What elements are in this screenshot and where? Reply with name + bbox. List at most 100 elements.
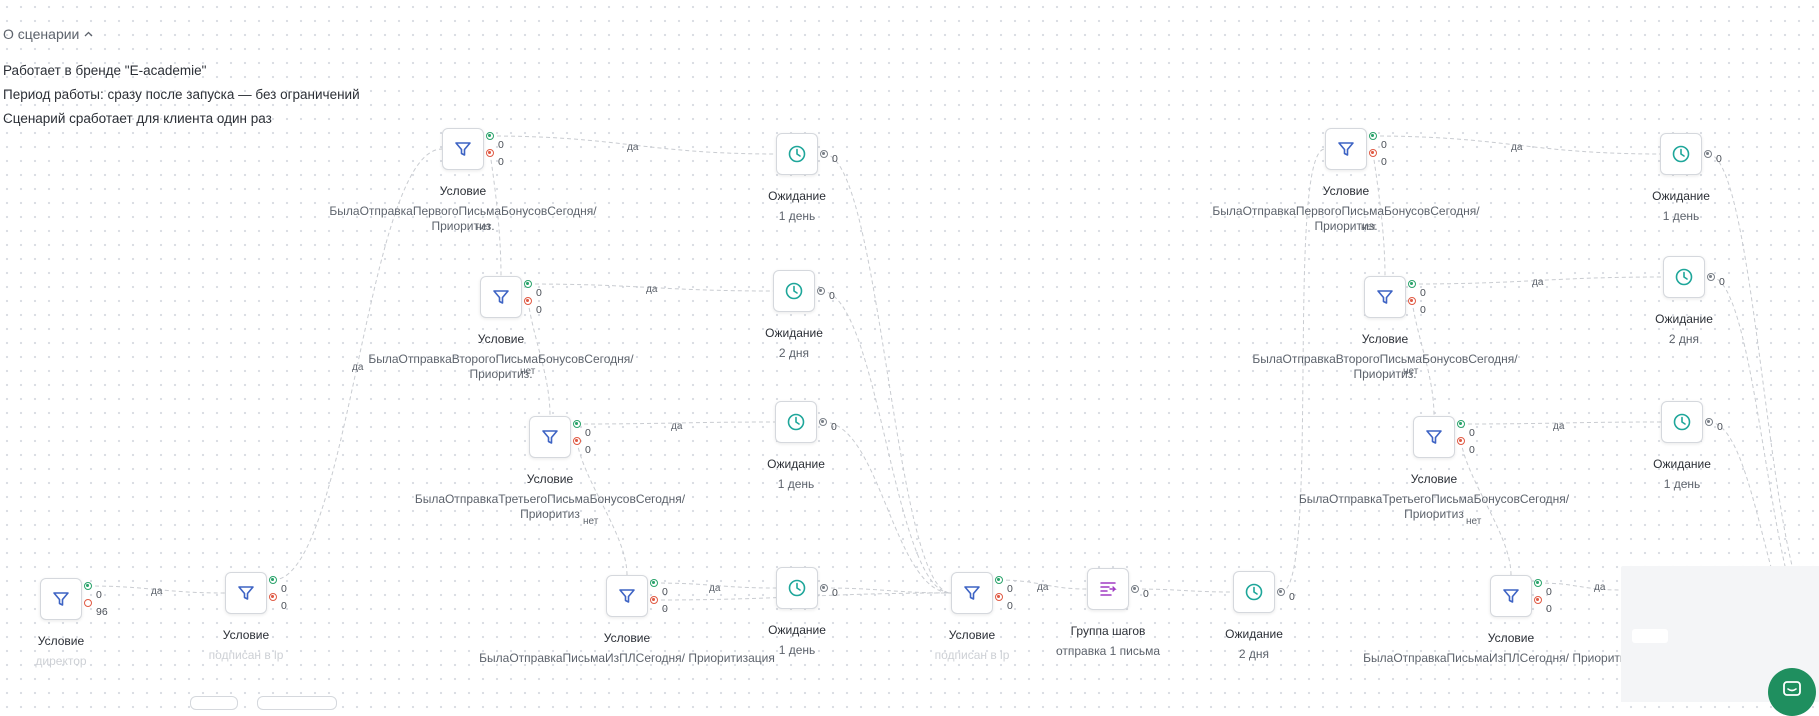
no-port[interactable] [84,599,92,607]
funnel-icon [52,590,70,608]
clock-icon [1244,582,1264,602]
node-title: Ожидание [765,326,823,340]
yes-port[interactable] [1457,420,1465,428]
node-title: Условие [37,634,85,648]
wait-node-w6[interactable] [1660,133,1702,175]
edge-label-c3-c4: нет [520,366,536,377]
yes-port[interactable] [486,132,494,140]
output-port[interactable] [1705,418,1713,426]
funnel-icon [1337,140,1355,158]
no-count: 0 [662,603,668,615]
yes-port[interactable] [1408,280,1416,288]
no-count: 0 [1420,304,1426,316]
yes-port[interactable] [1534,579,1542,587]
funnel-icon [237,584,255,602]
no-port[interactable] [1408,297,1416,305]
no-port[interactable] [1534,596,1542,604]
node-title: Ожидание [1655,312,1713,326]
no-port[interactable] [524,297,532,305]
condition-node-c10[interactable] [1490,575,1532,617]
output-count: 0 [832,153,838,165]
step-group-node-g1[interactable] [1087,568,1129,610]
condition-node-c5[interactable] [606,575,648,617]
about-scenario-toggle[interactable]: О сценарии [3,26,93,42]
no-count: 0 [1469,444,1475,456]
node-title: Условие [948,628,996,642]
output-port[interactable] [817,287,825,295]
node-description: подписан в lp [208,648,284,662]
clock-icon [787,578,807,598]
wait-node-w1[interactable] [776,133,818,175]
yes-port[interactable] [995,576,1003,584]
funnel-icon [1502,587,1520,605]
no-count: 0 [281,600,287,612]
condition-node-c4[interactable] [529,416,571,458]
condition-node-c6[interactable] [951,572,993,614]
minimap-viewport[interactable] [1632,629,1668,643]
edge-w3-c6 [822,421,952,594]
node-title: Условие [439,184,487,198]
edge-label-c9-c10: нет [1466,516,1482,527]
wait-node-w5[interactable] [1233,571,1275,613]
no-count: 0 [1546,603,1552,615]
yes-port[interactable] [650,579,658,587]
node-title: Условие [603,631,651,645]
condition-node-c9[interactable] [1413,416,1455,458]
node-description: директор [35,654,87,668]
condition-node-c3[interactable] [480,276,522,318]
node-description: 2 дня [1668,332,1700,346]
output-port[interactable] [819,418,827,426]
output-port[interactable] [820,584,828,592]
yes-port[interactable] [524,280,532,288]
wait-node-w8[interactable] [1661,401,1703,443]
no-port[interactable] [1369,149,1377,157]
no-count: 0 [498,156,504,168]
no-port[interactable] [269,593,277,601]
yes-count: 0 [1469,427,1475,439]
condition-node-c8[interactable] [1364,276,1406,318]
condition-node-c1[interactable] [225,572,267,614]
chat-widget-button[interactable] [1768,668,1816,716]
clock-icon [787,144,807,164]
output-port[interactable] [1704,150,1712,158]
edge-label-c1-c2: да [352,362,364,373]
no-port[interactable] [573,437,581,445]
funnel-icon [1425,428,1443,446]
node-title: Условие [1322,184,1370,198]
partial-node[interactable] [190,696,238,710]
partial-node[interactable] [257,696,337,710]
step-group-icon [1098,580,1118,598]
no-port[interactable] [650,596,658,604]
output-port[interactable] [1131,585,1139,593]
wait-node-w3[interactable] [775,401,817,443]
yes-port[interactable] [573,420,581,428]
node-description: БылаОтправкаПисьмаИзПЛСегодня/ Приоритиз… [479,651,775,665]
node-description: 1 день [778,209,816,223]
condition-node-c2[interactable] [442,128,484,170]
wait-node-w7[interactable] [1663,256,1705,298]
no-port[interactable] [486,149,494,157]
wait-node-w2[interactable] [773,270,815,312]
output-port[interactable] [1707,273,1715,281]
yes-count: 0 [1381,139,1387,151]
node-title: Ожидание [1652,189,1710,203]
no-port[interactable] [1457,437,1465,445]
output-port[interactable] [1277,588,1285,596]
output-count: 0 [829,290,835,302]
wait-node-w4[interactable] [776,567,818,609]
about-brand: Работает в бренде "E-academie" [3,63,207,78]
yes-port[interactable] [84,582,92,590]
condition-node-c0[interactable] [40,578,82,620]
edge-label-c6-g1: да [1037,582,1049,593]
condition-node-c7[interactable] [1325,128,1367,170]
node-title: Ожидание [767,457,825,471]
yes-port[interactable] [269,576,277,584]
output-count: 0 [1289,591,1295,603]
node-title: Условие [1361,332,1409,346]
yes-port[interactable] [1369,132,1377,140]
output-port[interactable] [820,150,828,158]
no-port[interactable] [995,593,1003,601]
node-title: Ожидание [768,623,826,637]
node-description: 1 день [778,643,816,657]
